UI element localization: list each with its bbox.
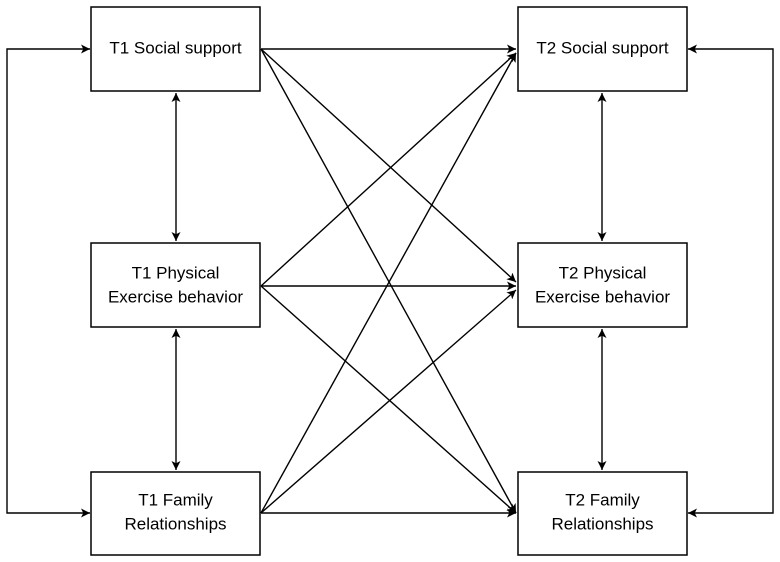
node-t2-physical-exercise-behavior: T2 Physical Exercise behavior — [517, 242, 688, 328]
node-t1-social-support: T1 Social support — [90, 6, 261, 92]
node-label-line-1: T2 Physical — [559, 263, 647, 282]
path-t1-family-to-t2-exercise — [260, 289, 517, 514]
edges-layer — [6, 44, 774, 518]
node-label: T1 Social support — [109, 38, 242, 57]
correlation-t2-social-t2-family — [688, 44, 774, 518]
node-label-line-1: T1 Family — [138, 490, 213, 509]
path-t1-social-to-t2-exercise — [260, 48, 517, 283]
node-label-line-2: Relationships — [551, 514, 653, 533]
node-label-line-2: Exercise behavior — [108, 287, 243, 306]
node-label-line-1: T1 Physical — [132, 263, 220, 282]
node-t2-social-support: T2 Social support — [517, 6, 688, 92]
node-label-line-2: Relationships — [124, 514, 226, 533]
path-t1-exercise-to-t2-social — [260, 52, 517, 287]
node-label-line-2: Exercise behavior — [535, 287, 670, 306]
node-t1-physical-exercise-behavior: T1 Physical Exercise behavior — [90, 242, 261, 328]
path-t1-family-to-t2-social — [260, 52, 517, 514]
node-t1-family-relationships: T1 Family Relationships — [90, 471, 261, 556]
path-t1-exercise-to-t2-family — [260, 285, 517, 514]
node-label: T2 Social support — [536, 38, 669, 57]
node-label-line-1: T2 Family — [565, 490, 640, 509]
correlation-t1-social-t1-family — [6, 44, 90, 518]
path-t1-social-to-t2-family — [260, 48, 517, 514]
node-t2-family-relationships: T2 Family Relationships — [517, 471, 688, 556]
